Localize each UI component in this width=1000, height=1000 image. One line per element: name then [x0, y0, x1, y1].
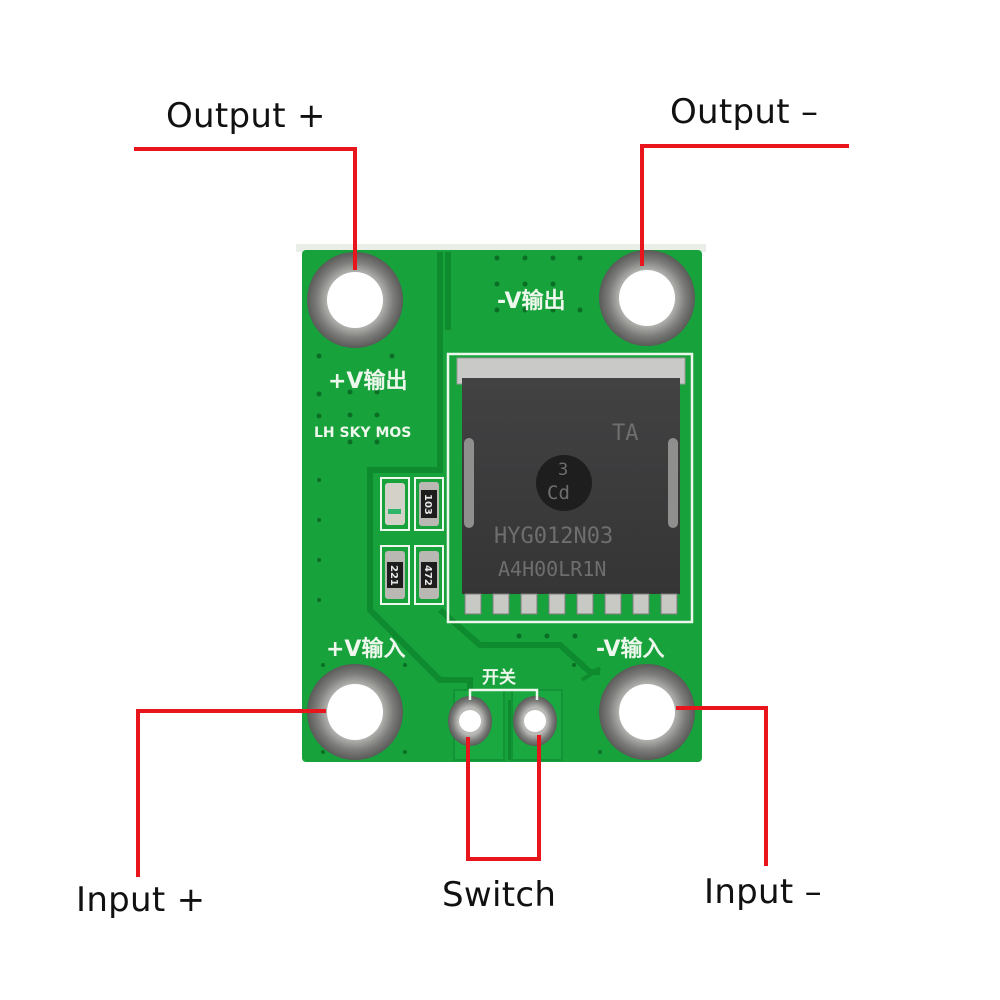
pad-input-minus[interactable] — [599, 664, 695, 760]
smd-marking-221: 221 — [388, 565, 399, 586]
label-input-plus: Input + — [76, 880, 206, 920]
mosfet-pin — [492, 593, 510, 615]
silk-pos-v-out: +V输出 — [328, 368, 407, 394]
silk-neg-v-out: -V输出 — [497, 288, 566, 314]
callout-line-switch — [466, 735, 541, 861]
switch-pad-1[interactable] — [448, 696, 492, 746]
trace-gap-left — [367, 252, 473, 700]
callout-line-input-minus — [676, 706, 768, 866]
mosfet-pin — [464, 593, 482, 615]
mosfet-chip — [446, 352, 694, 624]
mosfet-pin — [520, 593, 538, 615]
switch-bracket — [468, 688, 539, 700]
label-switch: Switch — [442, 875, 557, 915]
mosfet-pin — [604, 593, 622, 615]
silk-neg-v-in: -V输入 — [596, 636, 665, 662]
pad-output-minus[interactable] — [599, 250, 695, 346]
label-output-plus: Output + — [166, 96, 326, 136]
vias — [316, 255, 602, 754]
mosfet-pin — [548, 593, 566, 615]
silk-switch-cn: 开关 — [482, 667, 516, 688]
mosfet-top-mark: TA — [612, 421, 639, 446]
pad-output-plus[interactable] — [307, 252, 403, 348]
smd-resistor-472 — [414, 545, 444, 605]
switch-pad-2[interactable] — [513, 696, 557, 746]
mosfet-part-number: HYG012N03 — [494, 524, 613, 549]
mosfet-logo-line1: 3 — [558, 460, 568, 480]
label-input-minus: Input – — [704, 872, 822, 912]
mosfet-side-left — [464, 438, 474, 528]
label-output-minus: Output – — [670, 92, 819, 132]
smd-marking-472: 472 — [422, 565, 433, 586]
trace-gap-right — [580, 666, 602, 682]
mosfet-outline — [446, 352, 694, 624]
smd-resistor-103 — [414, 477, 444, 531]
smd-resistor-221 — [380, 545, 410, 605]
mosfet-pin — [660, 593, 678, 615]
mosfet-logo-line2: Cd — [547, 482, 570, 504]
mosfet-pin — [632, 593, 650, 615]
mosfet-side-right — [668, 438, 678, 528]
pcb-top-edge — [296, 244, 706, 252]
callout-line-output-plus — [134, 147, 357, 270]
mosfet-pins — [464, 593, 678, 615]
callout-line-input-plus — [136, 709, 326, 877]
mosfet-logo-circle — [536, 455, 592, 511]
silk-pos-v-in: +V输入 — [326, 636, 405, 662]
silk-brand: LH SKY MOS — [314, 425, 411, 441]
callout-line-output-minus — [640, 144, 849, 266]
pad-input-plus[interactable] — [307, 664, 403, 760]
smd-marking-103: 103 — [422, 494, 433, 515]
mosfet-lot-code: A4H00LR1N — [498, 557, 606, 581]
smd-led — [380, 477, 410, 531]
mosfet-pin — [576, 593, 594, 615]
